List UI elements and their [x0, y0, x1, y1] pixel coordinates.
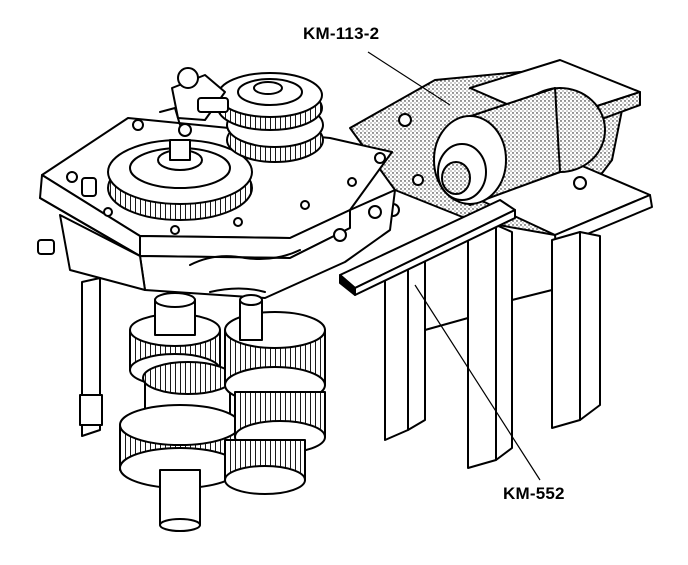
leader-line-top — [367, 51, 451, 106]
callout-label-km-552: KM-552 — [503, 484, 565, 503]
lower-gear-shafts — [79, 277, 326, 532]
callout-label-km-113-2: KM-113-2 — [303, 24, 380, 43]
km-552-bar — [339, 199, 516, 296]
leader-line-bottom — [414, 284, 541, 481]
upper-gears — [107, 67, 324, 221]
mounting-fixture — [349, 59, 653, 469]
